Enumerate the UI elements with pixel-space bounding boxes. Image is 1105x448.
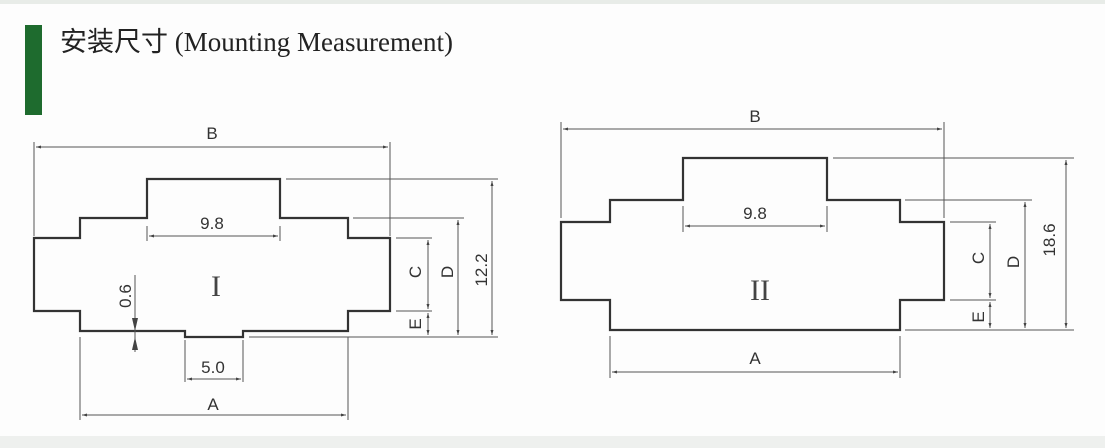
label-d-1: D (438, 266, 457, 278)
label-a-2: A (749, 349, 761, 368)
label-b-2: B (749, 107, 760, 126)
label-top-width-2: 9.8 (743, 204, 767, 223)
type-label-2: II (750, 274, 770, 307)
diagram-type-1: B 9.8 C D E 12.2 0.6 5.0 A I (32, 124, 498, 420)
outline-type-2 (559, 156, 946, 332)
diagram-type-2: B 9.8 C D E 18.6 A II (559, 107, 1074, 378)
label-height-1: 12.2 (472, 253, 491, 286)
label-a-1: A (207, 395, 219, 414)
label-height-2: 18.6 (1040, 223, 1059, 256)
type-label-1: I (211, 270, 221, 303)
label-top-width-1: 9.8 (200, 214, 224, 233)
section-title: 安装尺寸 (Mounting Measurement) (60, 27, 453, 57)
label-c-2: C (969, 252, 988, 264)
label-e-2: E (969, 311, 988, 322)
label-b-1: B (206, 124, 217, 143)
label-d-2: D (1004, 256, 1023, 268)
label-c-1: C (406, 266, 425, 278)
bottom-border (0, 436, 1105, 448)
section-accent-bar (25, 25, 42, 115)
label-notch-depth-1: 0.6 (116, 284, 135, 308)
label-bottom-notch-1: 5.0 (201, 358, 225, 377)
label-e-1: E (406, 318, 425, 329)
top-border (0, 0, 1105, 4)
outline-type-1 (32, 177, 392, 339)
